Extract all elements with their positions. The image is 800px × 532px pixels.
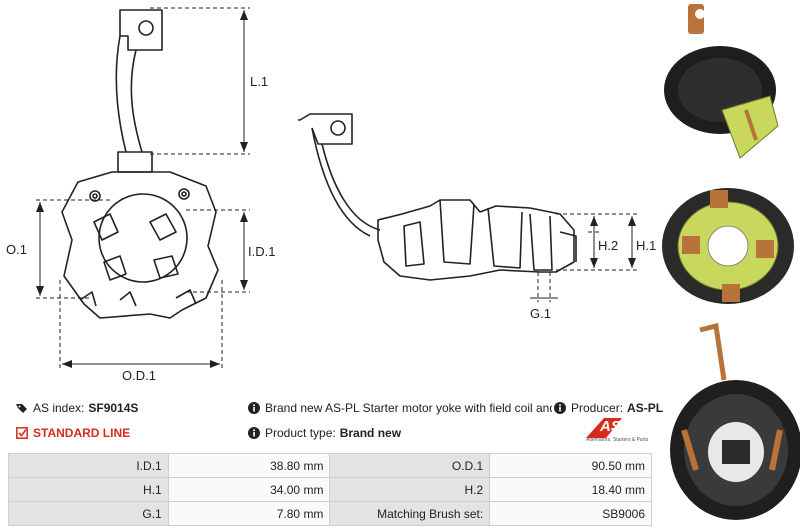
as-index-label: AS index: (33, 401, 85, 415)
spec-value: 7.80 mm (167, 501, 331, 526)
as-index-value: SF9014S (88, 401, 139, 415)
dim-label-g1: G.1 (530, 306, 551, 321)
logo-text: AS (600, 418, 621, 435)
table-row: G.1 7.80 mm Matching Brush set: SB9006 (8, 501, 652, 526)
technical-drawing: L.1 O.1 I.D.1 O.D.1 H.2 H.1 G.1 (6, 7, 656, 383)
dim-label-od1: O.D.1 (122, 368, 156, 383)
logo-tagline: Alternators, Starters & Parts (586, 437, 649, 443)
producer-label: Producer: (571, 401, 624, 415)
producer-value: AS-PL (627, 401, 664, 415)
tags-icon (16, 404, 27, 413)
dim-label-id1: I.D.1 (248, 244, 275, 259)
photo-motor-yoke (664, 4, 779, 159)
photo-brush-plate (662, 188, 794, 304)
spec-label: G.1 (8, 501, 169, 526)
dim-label-h2: H.2 (598, 238, 618, 253)
table-row: H.1 34.00 mm H.2 18.40 mm (8, 477, 652, 502)
info-icon (554, 402, 566, 414)
spec-value: 18.40 mm (489, 477, 652, 502)
lead-wire (115, 35, 143, 153)
description-row: Brand new AS-PL Starter motor yoke with … (248, 401, 589, 415)
dim-label-h1: H.1 (636, 238, 656, 253)
product-type-label: Product type: (265, 426, 336, 440)
brand-logo: AS Alternators, Starters & Parts (586, 418, 650, 446)
table-row: I.D.1 38.80 mm O.D.1 90.50 mm (8, 453, 652, 478)
logo-mark (586, 418, 622, 438)
product-type-row: Product type: Brand new (248, 426, 401, 440)
product-description: Brand new AS-PL Starter motor yoke with … (265, 401, 590, 415)
producer-row: Producer: AS-PL (552, 401, 664, 415)
product-type-value: Brand new (339, 426, 402, 440)
spec-value: 34.00 mm (167, 477, 331, 502)
spec-value: 90.50 mm (489, 453, 652, 478)
info-icon (248, 427, 260, 439)
info-icon (248, 402, 260, 414)
spec-label: O.D.1 (329, 453, 491, 478)
spec-value: SB9006 (489, 501, 652, 526)
spec-label: H.1 (8, 477, 169, 502)
dim-label-o1: O.1 (6, 242, 27, 257)
standard-line-row: STANDARD LINE (16, 426, 130, 440)
check-square-icon (16, 427, 28, 439)
brush-plate-outline (61, 171, 219, 319)
spec-value: 38.80 mm (167, 453, 331, 478)
dim-label-l1: L.1 (250, 74, 268, 89)
side-brush-body (377, 199, 575, 281)
side-terminal-tab (298, 113, 353, 145)
as-index-row: AS index: SF9014S (16, 401, 138, 415)
terminal-tab (119, 9, 163, 51)
standard-line-label: STANDARD LINE (33, 426, 131, 440)
spec-label: H.2 (329, 477, 491, 502)
spec-label: I.D.1 (8, 453, 169, 478)
photo-rear-view (670, 322, 800, 520)
specs-table: I.D.1 38.80 mm O.D.1 90.50 mm H.1 34.00 … (8, 453, 652, 526)
product-photos (662, 4, 800, 520)
spec-label: Matching Brush set: (329, 501, 491, 526)
